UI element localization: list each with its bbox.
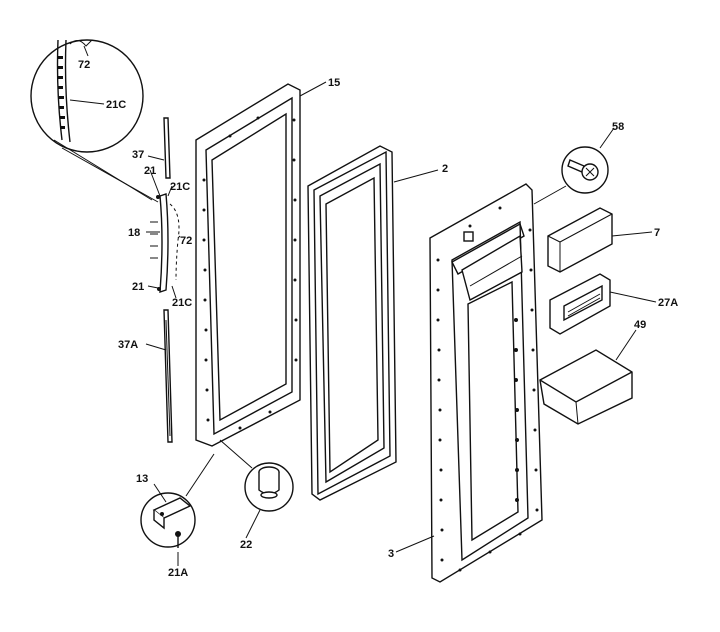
label-37a: 37A bbox=[118, 339, 138, 351]
label-15: 15 bbox=[328, 77, 340, 89]
label-7: 7 bbox=[654, 227, 660, 239]
door-gasket-2 bbox=[307, 145, 397, 501]
label-21a: 21A bbox=[168, 567, 188, 579]
shelf-bin-49 bbox=[539, 349, 633, 425]
label-21-bottom: 21 bbox=[132, 281, 144, 293]
grille-27a bbox=[549, 273, 611, 335]
label-37: 37 bbox=[132, 149, 144, 161]
label-72-zoom: 72 bbox=[78, 59, 90, 71]
label-21c-1: 21C bbox=[170, 181, 190, 193]
label-21c-2: 21C bbox=[172, 297, 192, 309]
cap-22-detail bbox=[219, 439, 294, 512]
label-72: 72 bbox=[180, 235, 192, 247]
label-21c-zoom: 21C bbox=[106, 99, 126, 111]
label-13: 13 bbox=[136, 473, 148, 485]
label-2: 2 bbox=[442, 163, 448, 175]
screw-58-detail bbox=[533, 146, 609, 205]
leader-lines bbox=[145, 81, 657, 566]
label-58: 58 bbox=[612, 121, 624, 133]
part-labels: 15 2 58 7 27A 49 3 22 13 21A 37 21 21C 1… bbox=[78, 59, 678, 579]
gasket-strip-37a bbox=[163, 309, 173, 443]
cover-7 bbox=[547, 207, 613, 273]
label-49: 49 bbox=[634, 319, 646, 331]
hinge-bracket-18 bbox=[150, 193, 180, 293]
door-frame-15 bbox=[195, 83, 301, 447]
label-3: 3 bbox=[388, 548, 394, 560]
hinge-13-detail bbox=[140, 453, 215, 548]
door-liner-3 bbox=[429, 183, 543, 583]
detail-zoom-circle bbox=[30, 39, 144, 153]
label-27a: 27A bbox=[658, 297, 678, 309]
label-21-top: 21 bbox=[144, 165, 156, 177]
label-22: 22 bbox=[240, 539, 252, 551]
label-18: 18 bbox=[128, 227, 140, 239]
gasket-strip-37 bbox=[163, 117, 171, 179]
zoom-leader-line bbox=[61, 147, 159, 203]
